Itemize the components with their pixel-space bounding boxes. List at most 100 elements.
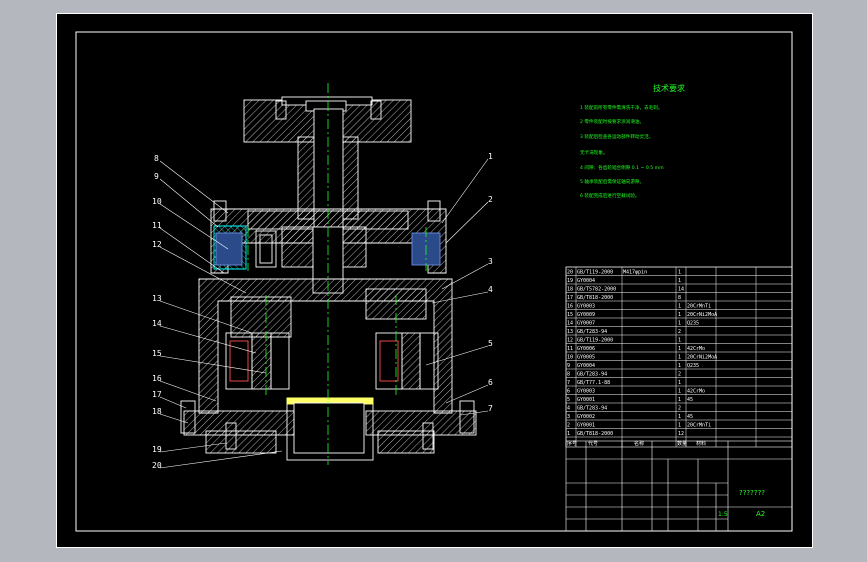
bom-cell-code: GY0004 <box>577 278 595 284</box>
bom-cell-code: GY0001 <box>577 423 595 429</box>
callout-3: 3 <box>488 257 493 266</box>
bom-cell-no: 7 <box>567 380 570 386</box>
note-3b: 无卡滞现象。 <box>580 149 608 156</box>
bom-header-cell: 材料 <box>696 440 706 447</box>
bom-cell-qty: 2 <box>678 372 681 378</box>
callout-13: 13 <box>152 294 162 303</box>
callout-16: 16 <box>152 374 162 383</box>
bom-cell-mat: Q235 <box>687 321 699 327</box>
callout-8: 8 <box>154 154 159 163</box>
callout-20: 20 <box>152 461 162 470</box>
bom-cell-mat: 20CrMnTi <box>687 423 711 429</box>
bom-cell-code: GB/T283-94 <box>577 372 607 378</box>
bom-cell-qty: 1 <box>678 397 681 403</box>
note-1: 1 装配前所有零件需清洗干净，去毛刺。 <box>580 104 662 111</box>
bom-cell-code: GY0009 <box>577 312 595 318</box>
bom-cell-no: 18 <box>567 287 573 293</box>
bom-cell-no: 13 <box>567 329 573 335</box>
sheet-size: A2 <box>756 510 765 518</box>
bom-cell-no: 12 <box>567 338 573 344</box>
bom-cell-mat: 42CrMo <box>687 346 705 352</box>
callout-1: 1 <box>488 152 493 161</box>
callout-7: 7 <box>488 404 493 413</box>
bom-header-cell: 序号 <box>567 440 577 447</box>
bom-cell-code: GY0007 <box>577 321 595 327</box>
bom-cell-code: GY0002 <box>577 414 595 420</box>
bom-cell-code: GB/T283-94 <box>577 329 607 335</box>
bom-cell-no: 9 <box>567 363 570 369</box>
callout-5: 5 <box>488 339 493 348</box>
callout-12: 12 <box>152 240 162 249</box>
bom-cell-no: 6 <box>567 389 570 395</box>
bom-cell-qty: 8 <box>678 295 681 301</box>
bom-cell-qty: 1 <box>678 312 681 318</box>
bom-cell-code: GY0001 <box>577 397 595 403</box>
bom-cell-qty: 1 <box>678 338 681 344</box>
bom-header-cell: 名称 <box>634 440 644 447</box>
title-block <box>565 440 793 532</box>
bom-cell-name: M417φpin <box>623 270 647 276</box>
bom-cell-code: GY0006 <box>577 346 595 352</box>
bom-cell-mat: 20CrMnTi <box>687 304 711 310</box>
bom-cell-code: GB/T818-2000 <box>577 431 613 437</box>
bom-cell-no: 19 <box>567 278 573 284</box>
note-4: 4 间隙：各齿轮啮合侧隙 0.1 ~ 0.5 mm <box>580 164 664 171</box>
drawing-sheet: 8 9 10 11 12 13 14 15 16 17 18 19 20 1 2… <box>56 13 813 548</box>
bom-cell-qty: 14 <box>678 287 684 293</box>
callout-2: 2 <box>488 195 493 204</box>
bom-cell-code: GB/T5782-2000 <box>577 287 616 293</box>
bom-cell-qty: 1 <box>678 355 681 361</box>
bom-cell-no: 11 <box>567 346 573 352</box>
note-5: 5 轴承装配后需保证轴向游隙。 <box>580 178 644 185</box>
bom-cell-code: GY0005 <box>577 355 595 361</box>
bom-cell-code: GB/T119-2000 <box>577 270 613 276</box>
bom-cell-qty: 1 <box>678 414 681 420</box>
technical-notes: 技术要求 1 装配前所有零件需清洗干净，去毛刺。 2 零件装配时按要求涂润滑油。… <box>580 83 685 199</box>
bom-cell-no: 10 <box>567 355 573 361</box>
bom-cell-mat: 20CrNi2MoA <box>687 312 717 318</box>
bom-cell-mat: 20CrNi2MoA <box>687 355 717 361</box>
bom-cell-qty: 1 <box>678 304 681 310</box>
bom-cell-code: GY0003 <box>577 304 595 310</box>
callout-6: 6 <box>488 378 493 387</box>
bom-cell-no: 17 <box>567 295 573 301</box>
section-view <box>180 96 477 461</box>
callout-18: 18 <box>152 407 162 416</box>
bom-cell-no: 3 <box>567 414 570 420</box>
bom-cell-code: GB/T77.1-88 <box>577 380 610 386</box>
bom-cell-qty: 1 <box>678 270 681 276</box>
bom-cell-mat: 42CrMo <box>687 389 705 395</box>
outer-border <box>56 13 813 548</box>
assembly-drawing: 8 9 10 11 12 13 14 15 16 17 18 19 20 1 2… <box>56 13 813 548</box>
note-2: 2 零件装配时按要求涂润滑油。 <box>580 118 644 125</box>
bom-cell-code: GY0003 <box>577 389 595 395</box>
bom-cell-code: GB/T818-2000 <box>577 295 613 301</box>
bom-cell-qty: 2 <box>678 406 681 412</box>
bom-cell-no: 4 <box>567 406 570 412</box>
callout-14: 14 <box>152 319 162 328</box>
leader-lines <box>159 158 489 469</box>
bom-cell-qty: 1 <box>678 346 681 352</box>
part-callouts: 8 9 10 11 12 13 14 15 16 17 18 19 20 1 2… <box>152 152 493 470</box>
note-6: 6 装配完成后进行空载试验。 <box>580 192 640 199</box>
bom-cell-mat: 45 <box>687 397 693 403</box>
bom-cell-qty: 1 <box>678 321 681 327</box>
callout-15: 15 <box>152 349 162 358</box>
bom-cell-mat: Q235 <box>687 363 699 369</box>
bom-cell-no: 15 <box>567 312 573 318</box>
bom-cell-qty: 2 <box>678 329 681 335</box>
bom-cell-qty: 1 <box>678 423 681 429</box>
bom-cell-no: 20 <box>567 270 573 276</box>
bom-cell-qty: 1 <box>678 278 681 284</box>
bom-cell-qty: 12 <box>678 431 684 437</box>
bom-cell-no: 5 <box>567 397 570 403</box>
bom-cell-mat: 45 <box>687 414 693 420</box>
bom-cell-no: 8 <box>567 372 570 378</box>
bom-cell-no: 16 <box>567 304 573 310</box>
bom-cell-qty: 1 <box>678 380 681 386</box>
bom-cell-code: GB/T283-94 <box>577 406 607 412</box>
bom-cell-qty: 1 <box>678 389 681 395</box>
drawing-name: ??????? <box>739 489 765 497</box>
callout-17: 17 <box>152 390 162 399</box>
